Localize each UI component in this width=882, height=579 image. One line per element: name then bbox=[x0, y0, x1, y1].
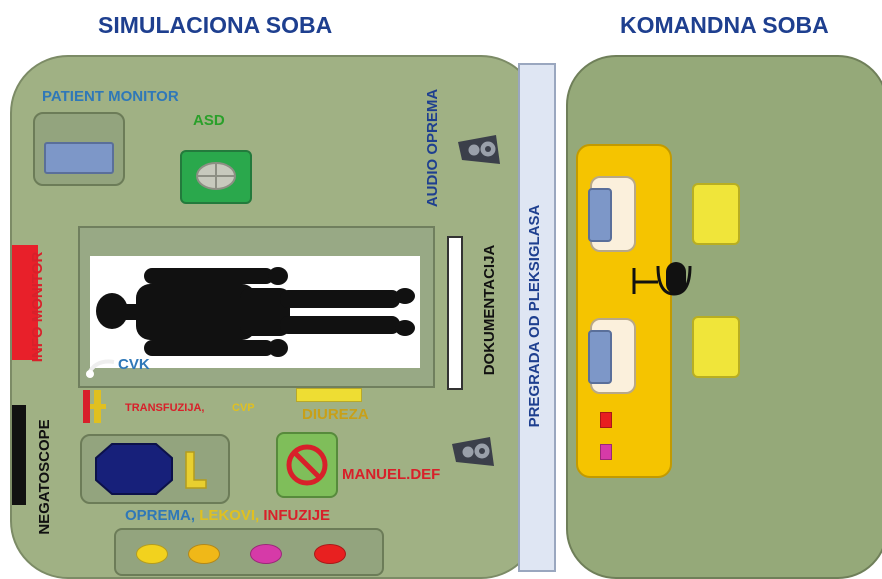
asd-label: ASD bbox=[193, 112, 225, 129]
octagon-tray bbox=[95, 443, 173, 495]
supply-item-red bbox=[314, 544, 346, 564]
speaker-icon bbox=[452, 437, 494, 466]
control-monitor-top bbox=[588, 176, 636, 252]
control-monitor-top-screen bbox=[588, 188, 612, 242]
control-monitor-bottom-screen bbox=[588, 330, 612, 384]
transfusion-stand-bar bbox=[90, 404, 106, 409]
supplies-label-infuzije: INFUZIJE bbox=[263, 507, 331, 524]
patient-bed bbox=[78, 226, 435, 388]
supply-item-orange bbox=[188, 544, 220, 564]
info-monitor-label: INFO MONITOR bbox=[29, 251, 46, 363]
control-button-red bbox=[600, 412, 612, 428]
manual-defibrillator-label: MANUEL.DEF bbox=[342, 466, 441, 483]
plexiglass-partition bbox=[518, 63, 556, 572]
partition-label: PREGRADA OD PLEKSIGLASA bbox=[526, 204, 543, 428]
patient-monitor-screen bbox=[44, 142, 114, 174]
patient-monitor bbox=[33, 112, 125, 186]
patient-monitor-label: PATIENT MONITOR bbox=[42, 88, 179, 105]
transfusion-label: TRANSFUZIJA, bbox=[125, 402, 205, 414]
speaker-icon bbox=[458, 135, 500, 164]
operator-seat-top bbox=[692, 183, 740, 245]
info-monitor bbox=[12, 245, 38, 360]
manual-defibrillator bbox=[276, 432, 338, 498]
control-desk bbox=[576, 144, 672, 478]
supply-item-yellow bbox=[136, 544, 168, 564]
operator-seat-bottom bbox=[692, 316, 740, 378]
transfusion-stand-red bbox=[83, 390, 90, 423]
microphone-icon bbox=[632, 262, 692, 296]
supplies-shelf bbox=[114, 528, 384, 576]
negatoscope-label: NEGATOSCOPE bbox=[36, 419, 53, 535]
human-silhouette bbox=[96, 267, 415, 357]
supply-item-magenta bbox=[250, 544, 282, 564]
bed-mattress bbox=[90, 256, 420, 368]
equipment-cart bbox=[80, 434, 230, 504]
audio-equipment-label: AUDIO OPREMA bbox=[424, 88, 441, 208]
control-button-magenta bbox=[600, 444, 612, 460]
command-room-title: KOMANDNA SOBA bbox=[620, 12, 829, 38]
documentation-label: DOKUMENTACIJA bbox=[481, 244, 498, 376]
simulation-room-title: SIMULACIONA SOBA bbox=[98, 12, 333, 38]
control-monitor-bottom bbox=[588, 318, 636, 394]
no-sign-icon bbox=[286, 444, 328, 486]
asd-device bbox=[180, 150, 252, 204]
cvk-label: CVK bbox=[118, 356, 150, 373]
negatoscope bbox=[12, 405, 26, 505]
supplies-label: OPREMA, LEKOVI, INFUZIJE bbox=[125, 507, 330, 524]
cvp-label: CVP bbox=[232, 402, 255, 414]
diuresis-label: DIUREZA bbox=[302, 406, 369, 423]
defibrillator-icon bbox=[196, 162, 236, 190]
documentation-board bbox=[447, 236, 463, 390]
catheter-icon bbox=[86, 359, 115, 378]
l-shaped-tray bbox=[185, 451, 207, 489]
supplies-label-lekovi: LEKOVI, bbox=[199, 507, 260, 524]
diuresis-bag bbox=[296, 388, 362, 402]
supplies-label-oprema: OPREMA, bbox=[125, 507, 196, 524]
